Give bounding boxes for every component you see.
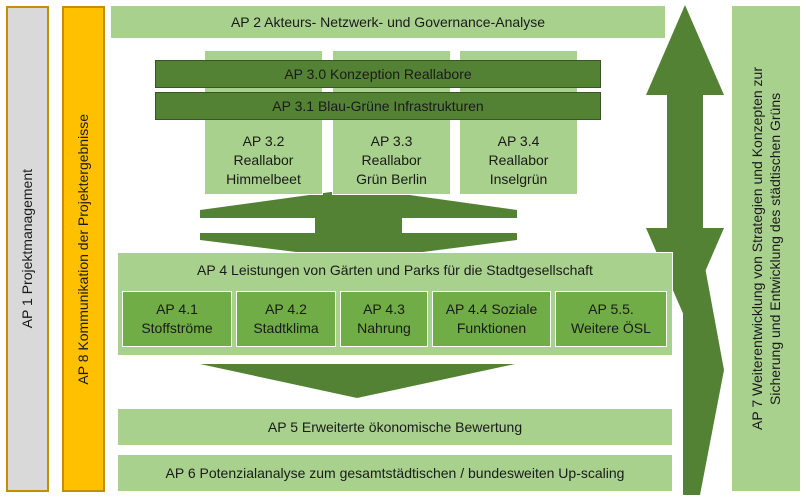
ap6-label: AP 6 Potenzialanalyse zum gesamtstädtisc… — [165, 464, 625, 481]
arrow-to-ap7 — [683, 240, 724, 495]
ap4-item-label: AP 4.1 Stoffströme — [141, 301, 213, 336]
ap8-box: AP 8 Kommunikation der Projektergebnisse — [62, 6, 105, 492]
ap4-item-nahrung: AP 4.3 Nahrung — [340, 291, 428, 347]
ap4-item-label: AP 5.5. Weitere ÖSL — [571, 301, 651, 336]
ap1-label: AP 1 Projektmanagement — [19, 169, 36, 329]
ap30-box: AP 3.0 Konzeption Reallabore — [155, 60, 601, 88]
ap5-box: AP 5 Erweiterte ökonomische Bewertung — [117, 408, 673, 446]
ap30-label: AP 3.0 Konzeption Reallabore — [284, 65, 472, 82]
ap3-lab-gruen-berlin-label: AP 3.3 Reallabor Grün Berlin — [356, 133, 427, 188]
ap4-item-label: AP 4.3 Nahrung — [357, 301, 411, 336]
ap3-lab-himmelbeet-label: AP 3.2 Reallabor Himmelbeet — [226, 133, 301, 188]
ap5-label: AP 5 Erweiterte ökonomische Bewertung — [267, 418, 523, 435]
ap4-item-weitere-oesl: AP 5.5. Weitere ÖSL — [555, 291, 667, 347]
ap4-label: AP 4 Leistungen von Gärten und Parks für… — [197, 262, 593, 278]
ap4-item-stoffstroeme: AP 4.1 Stoffströme — [122, 291, 232, 347]
ap31-box: AP 3.1 Blau-Grüne Infrastrukturen — [155, 92, 601, 120]
ap4-item-label: AP 4.4 Soziale Funktionen — [445, 301, 538, 336]
double-arrow-ap3-ap4 — [200, 188, 517, 260]
ap4-item-label: AP 4.2 Stadtklima — [253, 301, 319, 336]
ap2-box: AP 2 Akteurs- Netzwerk- und Governance-A… — [110, 5, 666, 39]
ap8-label: AP 8 Kommunikation der Projektergebnisse — [75, 113, 92, 385]
ap7-label: AP 7 Weiterentwicklung von Strategien un… — [748, 67, 783, 430]
ap31-label: AP 3.1 Blau-Grüne Infrastrukturen — [272, 97, 484, 114]
ap4-item-soziale-funktionen: AP 4.4 Soziale Funktionen — [432, 291, 551, 347]
double-arrow-right — [646, 5, 724, 318]
arrow-ap4-ap5 — [200, 364, 515, 398]
ap1-box: AP 1 Projektmanagement — [6, 6, 49, 492]
ap7-box: AP 7 Weiterentwicklung von Strategien un… — [731, 5, 801, 492]
ap3-lab-inselgruen-label: AP 3.4 Reallabor Inselgrün — [488, 133, 549, 188]
ap2-label: AP 2 Akteurs- Netzwerk- und Governance-A… — [230, 13, 546, 30]
ap6-box: AP 6 Potenzialanalyse zum gesamtstädtisc… — [117, 454, 673, 492]
ap4-item-stadtklima: AP 4.2 Stadtklima — [236, 291, 336, 347]
